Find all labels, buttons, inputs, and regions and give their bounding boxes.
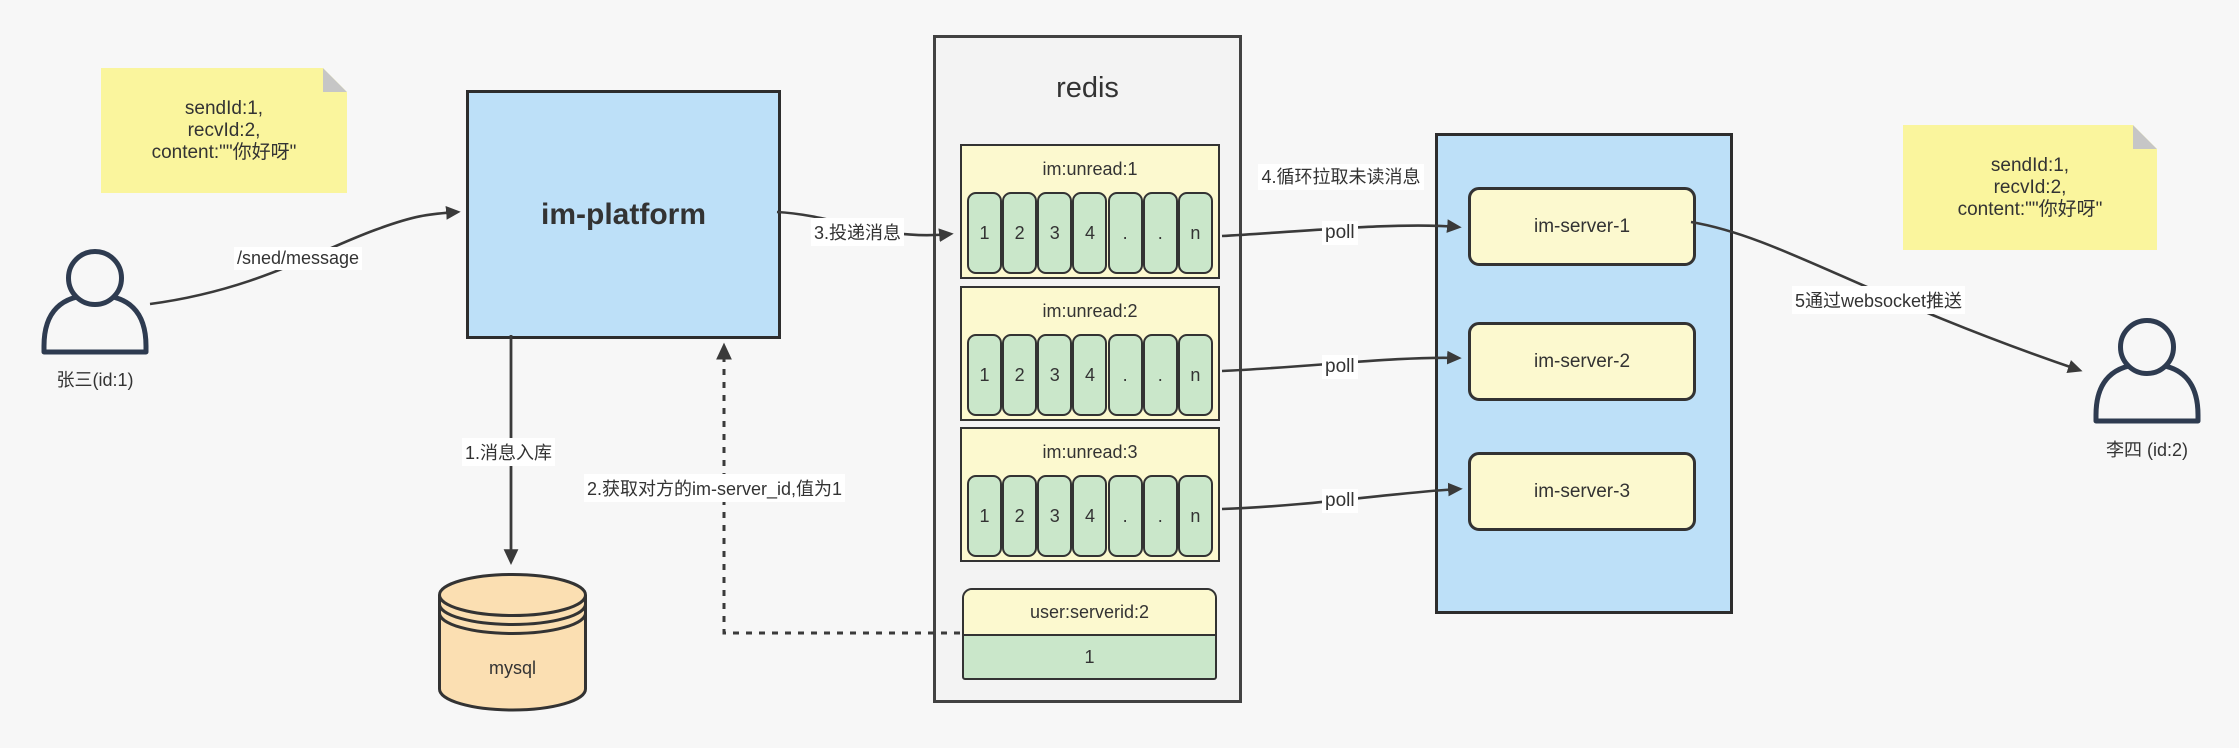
im-server-1-box: im-server-1 bbox=[1468, 187, 1696, 266]
label-step3: 3.投递消息 bbox=[811, 218, 905, 246]
queue-cell: 3 bbox=[1037, 475, 1073, 557]
mysql-label: mysql bbox=[489, 658, 536, 678]
note-fold-icon bbox=[323, 68, 347, 92]
queue-cell: 1 bbox=[967, 334, 1002, 416]
note-text: sendId:1, recvId:2, content:""你好呀" bbox=[1958, 155, 2103, 221]
note-line: recvId:2, bbox=[1993, 176, 2067, 198]
im-platform-box: im-platform bbox=[466, 90, 781, 339]
person-icon-receiver bbox=[2093, 318, 2201, 424]
queue-cell: . bbox=[1107, 334, 1143, 416]
label-poll-1: poll bbox=[1322, 221, 1358, 245]
queue-cell: 4 bbox=[1072, 192, 1108, 274]
im-server-3-box: im-server-3 bbox=[1468, 452, 1696, 531]
queue-header: im:unread:3 bbox=[1042, 441, 1138, 462]
queue-cell: 4 bbox=[1072, 334, 1108, 416]
label-poll-2: poll bbox=[1322, 355, 1358, 379]
note-line: sendId:1, bbox=[184, 97, 264, 119]
label-step2: 2.获取对方的im-server_id,值为1 bbox=[584, 474, 846, 502]
queue-cell: . bbox=[1142, 192, 1178, 274]
label-poll-3: poll bbox=[1322, 489, 1358, 513]
note-line: recvId:2, bbox=[187, 119, 261, 141]
queue-cell: . bbox=[1107, 475, 1143, 557]
label-step4: 4.循环拉取未读消息 bbox=[1258, 164, 1424, 190]
im-server-2-box: im-server-2 bbox=[1468, 322, 1696, 401]
sticky-note-right: sendId:1, recvId:2, content:""你好呀" bbox=[1903, 125, 2157, 250]
queue-cell: 2 bbox=[1002, 192, 1038, 274]
queue-cell: n bbox=[1177, 334, 1213, 416]
queue-cell: . bbox=[1142, 334, 1178, 416]
queue-cell: 4 bbox=[1072, 475, 1108, 557]
kv-value: 1 bbox=[1084, 646, 1095, 667]
im-server-3-label: im-server-3 bbox=[1533, 480, 1631, 502]
queue-cell: n bbox=[1177, 192, 1213, 274]
queue-im-unread-3: im:unread:3 1 2 3 4 . . n bbox=[960, 427, 1220, 562]
queue-cell: 2 bbox=[1002, 334, 1038, 416]
queue-cell: . bbox=[1142, 475, 1178, 557]
note-line: sendId:1, bbox=[1990, 154, 2070, 176]
queue-cells: 1 2 3 4 . . n bbox=[962, 334, 1218, 416]
kv-header: user:serverid:2 bbox=[964, 590, 1215, 636]
note-line: content:""你好呀" bbox=[151, 141, 297, 163]
queue-cells: 1 2 3 4 . . n bbox=[962, 475, 1218, 557]
im-server-2-label: im-server-2 bbox=[1533, 350, 1631, 372]
im-platform-label: im-platform bbox=[541, 197, 706, 231]
queue-cell: 3 bbox=[1037, 192, 1073, 274]
queue-im-unread-2: im:unread:2 1 2 3 4 . . n bbox=[960, 286, 1220, 421]
sticky-note-left: sendId:1, recvId:2, content:""你好呀" bbox=[101, 68, 347, 193]
label-step1: 1.消息入库 bbox=[462, 438, 556, 466]
queue-cell: . bbox=[1107, 192, 1143, 274]
queue-cell: 1 bbox=[967, 192, 1002, 274]
note-fold-icon bbox=[2133, 125, 2157, 149]
actor-left-label: 张三(id:1) bbox=[56, 370, 134, 390]
queue-cell: 1 bbox=[967, 475, 1002, 557]
label-send-message: /sned/message bbox=[234, 247, 363, 270]
queue-cell: 3 bbox=[1037, 334, 1073, 416]
redis-title: redis bbox=[1056, 72, 1119, 104]
im-server-1-label: im-server-1 bbox=[1533, 215, 1631, 237]
queue-cell: 2 bbox=[1002, 475, 1038, 557]
person-icon-sender bbox=[41, 249, 149, 355]
kv-user-serverid: user:serverid:2 1 bbox=[962, 588, 1217, 680]
mysql-database-icon: mysql bbox=[438, 573, 587, 712]
note-text: sendId:1, recvId:2, content:""你好呀" bbox=[152, 98, 297, 164]
note-line: content:""你好呀" bbox=[1957, 198, 2103, 220]
queue-header: im:unread:1 bbox=[1042, 158, 1138, 179]
queue-header: im:unread:2 bbox=[1042, 300, 1138, 321]
queue-cells: 1 2 3 4 . . n bbox=[962, 192, 1218, 274]
queue-cell: n bbox=[1177, 475, 1213, 557]
queue-im-unread-1: im:unread:1 1 2 3 4 . . n bbox=[960, 144, 1220, 279]
actor-right-label: 李四 (id:2) bbox=[2105, 440, 2188, 460]
label-step5: 5通过websocket推送 bbox=[1792, 286, 1966, 314]
